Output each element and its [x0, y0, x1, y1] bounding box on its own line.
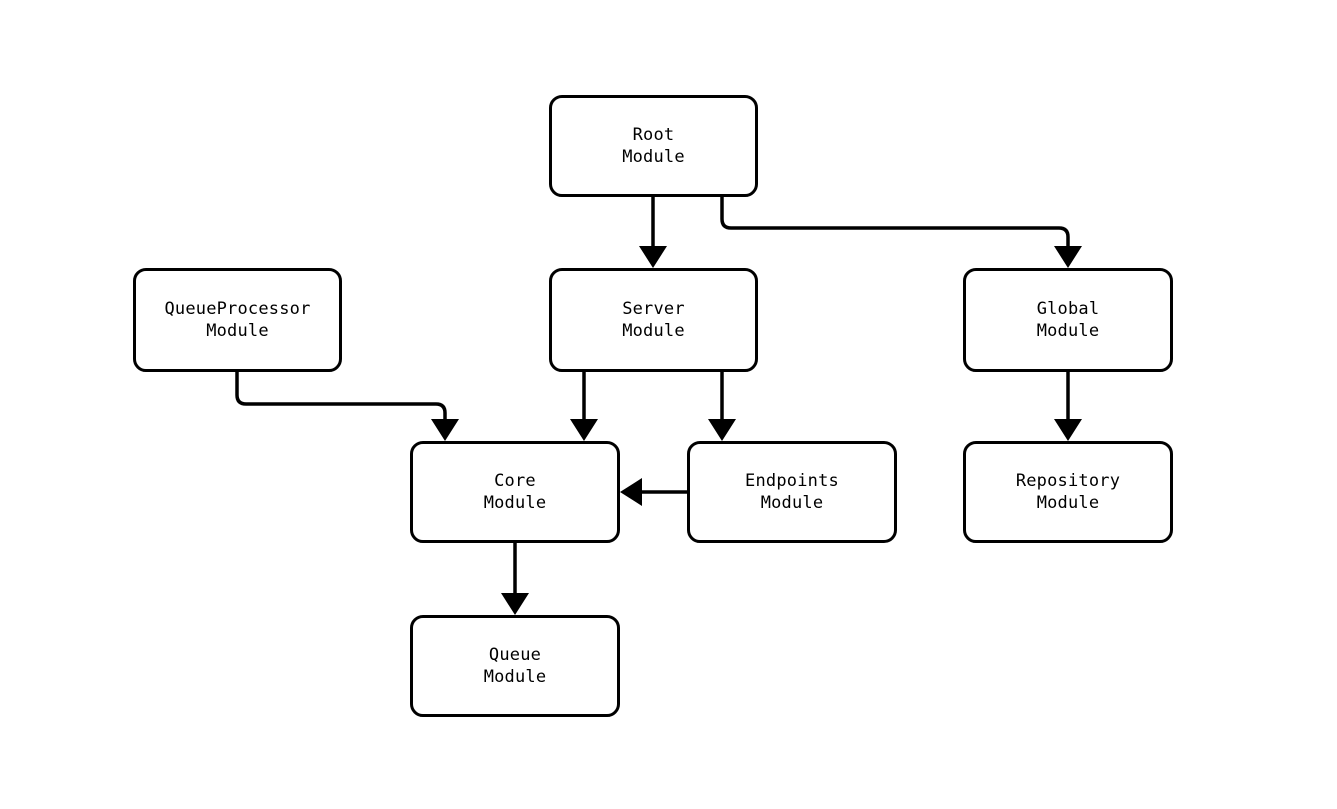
node-root-module[interactable]: Root Module	[549, 95, 758, 197]
edge-global-to-repository	[1054, 372, 1082, 441]
node-label-line1: QueueProcessor	[164, 299, 311, 319]
node-label-line1: Core	[494, 471, 536, 491]
node-queueprocessor-module[interactable]: QueueProcessor Module	[133, 268, 342, 372]
node-label-line1: Repository	[1015, 471, 1121, 491]
edge-server-to-core	[570, 372, 598, 441]
node-label-line1: Global	[1036, 299, 1100, 319]
edge-endpoints-to-core	[620, 478, 687, 506]
node-label-line1: Queue	[488, 645, 542, 665]
node-server-module[interactable]: Server Module	[549, 268, 758, 372]
node-endpoints-module[interactable]: Endpoints Module	[687, 441, 897, 543]
node-label-line2: Module	[1036, 321, 1100, 341]
arrowhead-down-icon	[708, 419, 736, 441]
node-label-line2: Module	[622, 147, 685, 167]
arrowhead-down-icon	[501, 593, 529, 615]
edge-root-to-server	[639, 197, 667, 268]
arrowhead-down-icon	[639, 246, 667, 268]
node-global-module[interactable]: Global Module	[963, 268, 1173, 372]
arrowhead-down-icon	[1054, 246, 1082, 268]
node-label-line2: Module	[483, 493, 547, 513]
arrowhead-down-icon	[570, 419, 598, 441]
arrowhead-down-icon	[431, 419, 459, 441]
node-label-line1: Endpoints	[745, 471, 839, 491]
node-queue-module[interactable]: Queue Module	[410, 615, 620, 717]
node-repository-module[interactable]: Repository Module	[963, 441, 1173, 543]
node-label-line2: Module	[1036, 493, 1100, 513]
node-label-line1: Server	[622, 299, 685, 319]
edge-root-to-global	[720, 197, 1082, 268]
edge-line	[235, 372, 447, 428]
node-label-line2: Module	[206, 321, 269, 341]
arrowhead-down-icon	[1054, 419, 1082, 441]
node-label-line2: Module	[622, 321, 685, 341]
edge-queueprocessor-to-core	[235, 372, 459, 441]
edge-core-to-queue	[501, 543, 529, 615]
node-label-line2: Module	[483, 667, 547, 687]
edge-server-to-endpoints	[708, 372, 736, 441]
node-label-line2: Module	[760, 493, 824, 513]
edge-line	[720, 197, 1070, 255]
node-label-line1: Root	[632, 125, 675, 145]
node-core-module[interactable]: Core Module	[410, 441, 620, 543]
arrowhead-left-icon	[620, 478, 642, 506]
